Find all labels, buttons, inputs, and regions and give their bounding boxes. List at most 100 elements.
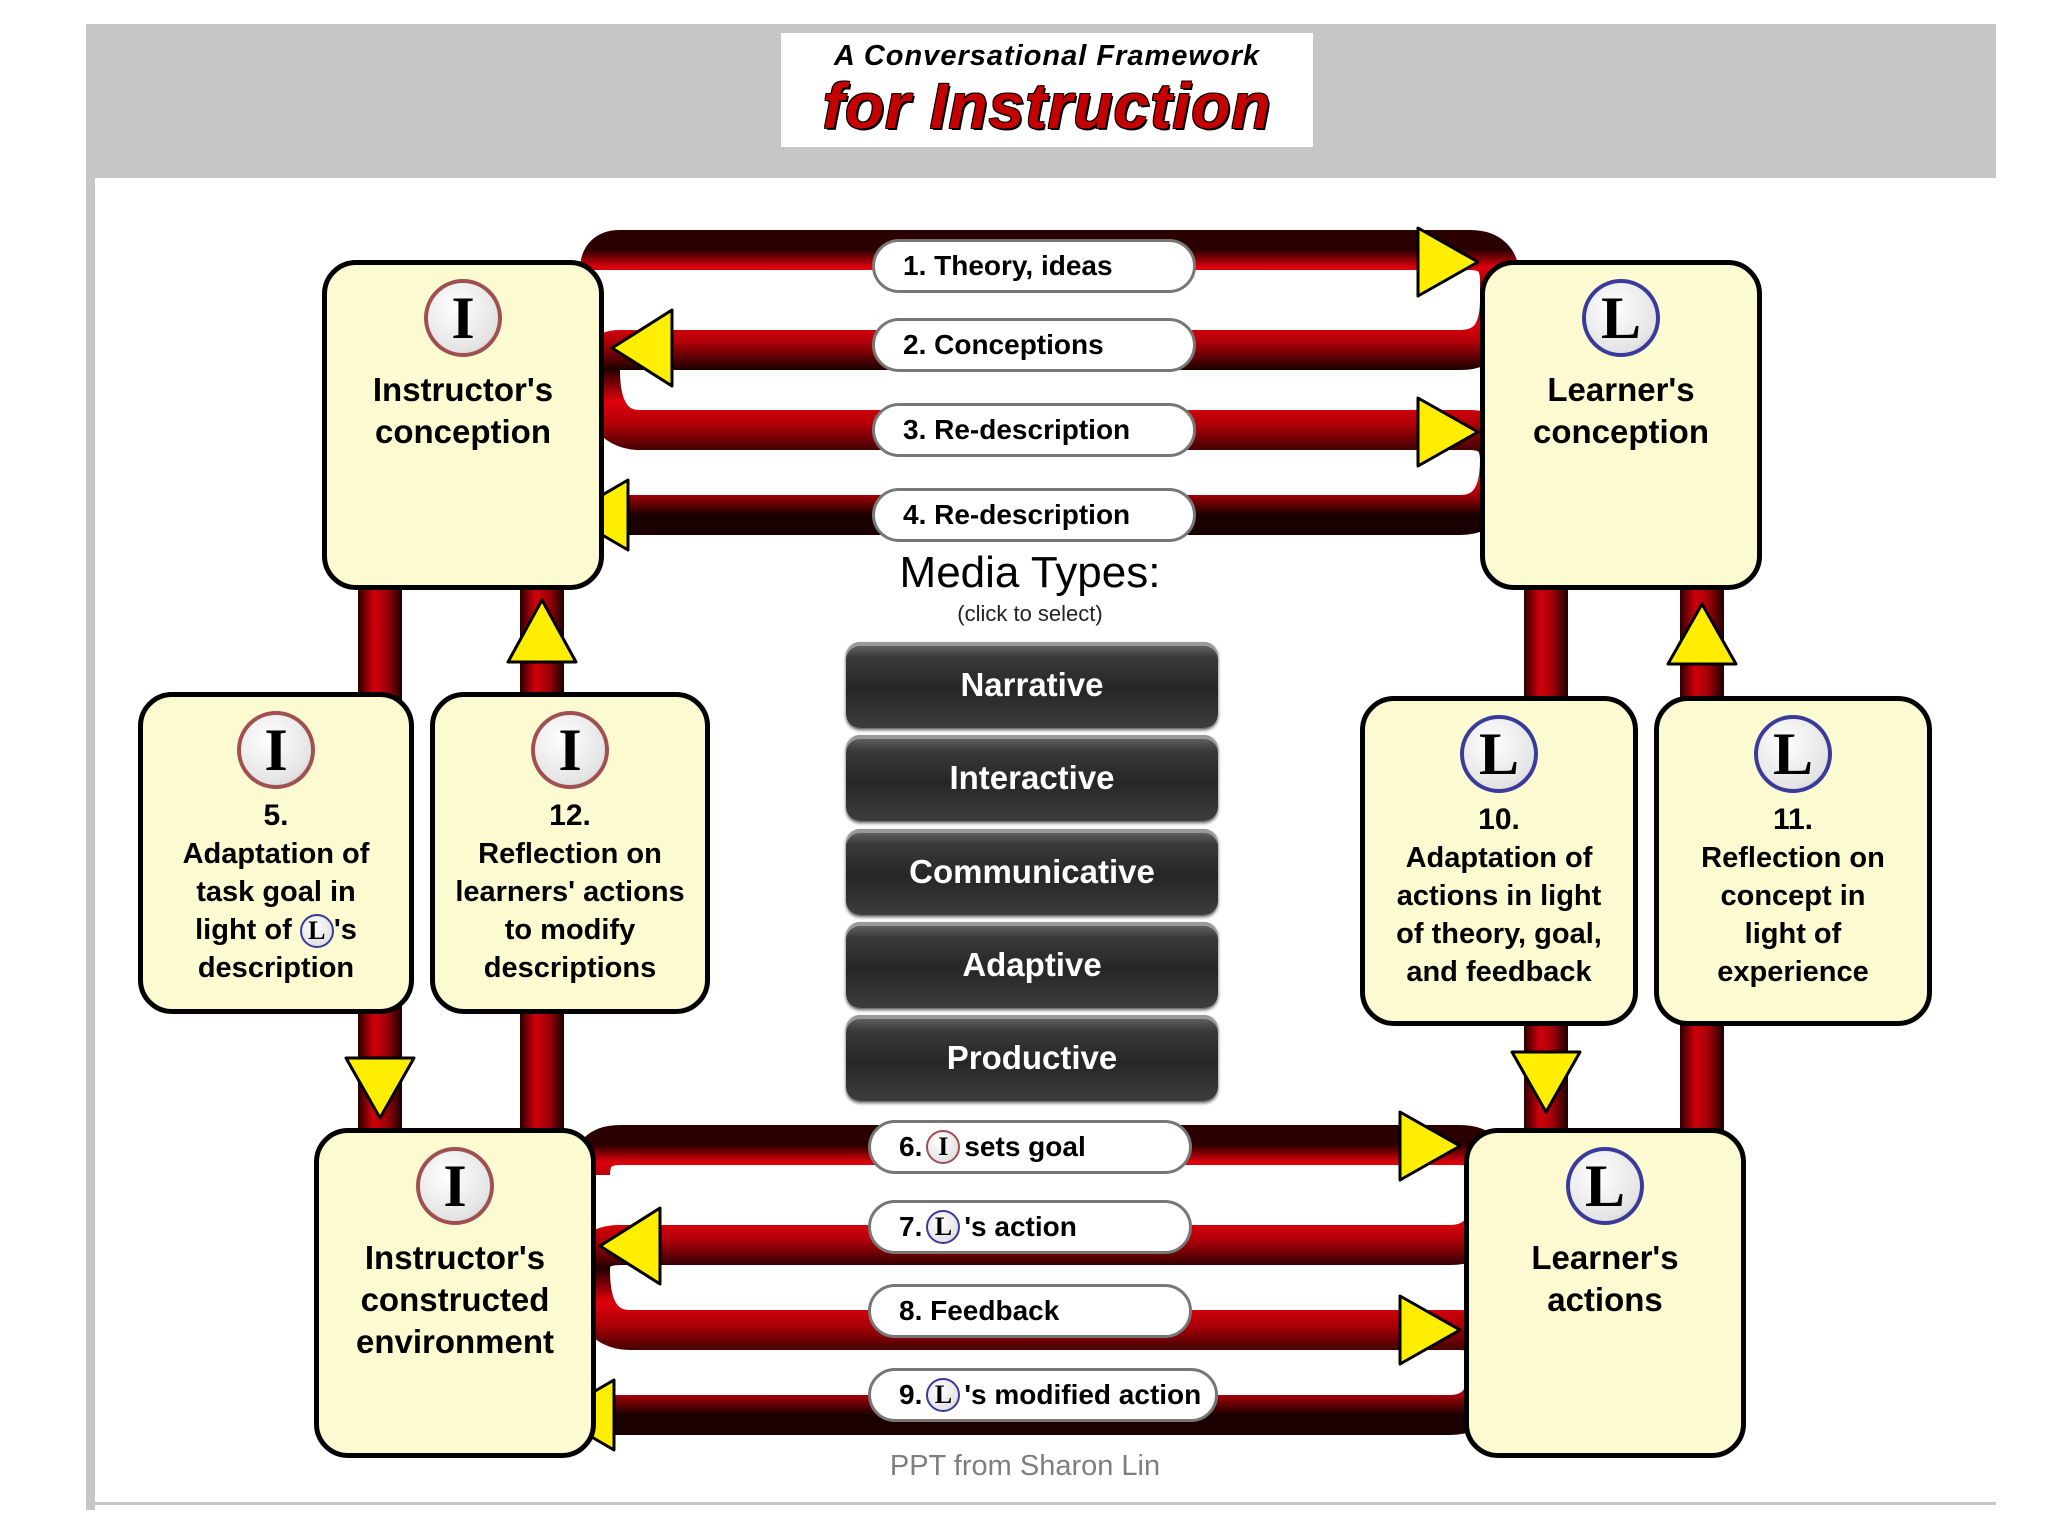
flow-label-text: 3. Re-description bbox=[903, 414, 1131, 445]
label-line: Instructor's bbox=[372, 371, 554, 408]
label-line: conception bbox=[374, 413, 551, 450]
box-learner-actions: L Learner's actions bbox=[1464, 1128, 1746, 1458]
flow-label-text: sets goal bbox=[964, 1131, 1086, 1162]
bottom-rule bbox=[86, 1502, 1996, 1505]
label-line: Instructor's bbox=[364, 1239, 546, 1276]
flow-label-9: 9. L 's modified action bbox=[868, 1368, 1218, 1422]
learner-badge: L bbox=[1582, 279, 1660, 357]
box-label: Instructor's conception bbox=[327, 369, 599, 453]
flow-label-2: 2. Conceptions bbox=[872, 318, 1196, 372]
credit-text: PPT from Sharon Lin bbox=[889, 1450, 1161, 1482]
step-line-text: 's bbox=[333, 914, 357, 946]
arrowhead-7 bbox=[598, 1206, 662, 1286]
step-line: Reflection on bbox=[1701, 842, 1885, 874]
arrowhead-5 bbox=[344, 1056, 416, 1120]
step-line: actions in light bbox=[1396, 880, 1602, 912]
box-step-11: L 11. Reflection on concept in light of … bbox=[1654, 696, 1932, 1026]
label-line: Learner's bbox=[1531, 1239, 1679, 1276]
flow-label-num: 9. bbox=[899, 1379, 923, 1410]
step-line: learners' actions bbox=[455, 876, 685, 908]
learner-badge: L bbox=[1566, 1147, 1644, 1225]
step-line: to modify bbox=[504, 914, 636, 946]
step-number: 5. bbox=[263, 799, 289, 832]
instructor-badge: I bbox=[531, 711, 609, 789]
arrowhead-6 bbox=[1398, 1110, 1462, 1182]
learner-badge: L bbox=[1754, 715, 1832, 793]
arrowhead-8 bbox=[1398, 1294, 1462, 1366]
media-button-interactive[interactable]: Interactive bbox=[846, 735, 1218, 821]
step-text: Adaptation of task goal in light of L's … bbox=[143, 835, 409, 987]
flow-label-text: 's modified action bbox=[964, 1379, 1202, 1410]
box-step-10: L 10. Adaptation of actions in light of … bbox=[1360, 696, 1638, 1026]
step-line-text: light of bbox=[195, 914, 292, 946]
flow-label-num: 6. bbox=[899, 1131, 923, 1162]
flow-label-7: 7. L 's action bbox=[868, 1200, 1192, 1254]
flow-label-6: 6. I sets goal bbox=[868, 1120, 1192, 1174]
box-label: Learner's actions bbox=[1469, 1237, 1741, 1321]
arrowhead-3 bbox=[1416, 396, 1480, 468]
step-line: descriptions bbox=[483, 952, 657, 984]
step-line: and feedback bbox=[1406, 956, 1592, 988]
step-line: Adaptation of bbox=[182, 838, 370, 870]
learner-mini-badge: L bbox=[926, 1210, 961, 1244]
flow-label-text: 's action bbox=[964, 1211, 1077, 1242]
step-number: 11. bbox=[1772, 803, 1814, 836]
arrowhead-1 bbox=[1416, 226, 1480, 298]
step-line: Reflection on bbox=[478, 838, 662, 870]
flow-label-text: 2. Conceptions bbox=[903, 329, 1104, 360]
flow-label-text: 4. Re-description bbox=[903, 499, 1131, 530]
title-main: for Instruction bbox=[822, 69, 1272, 142]
arrowhead-2 bbox=[610, 308, 674, 388]
instructor-badge: I bbox=[237, 711, 315, 789]
label-line: conception bbox=[1532, 413, 1709, 450]
step-text: Reflection on learners' actions to modif… bbox=[435, 835, 705, 987]
instructor-badge: I bbox=[416, 1147, 494, 1225]
learner-mini-badge: L bbox=[926, 1378, 961, 1412]
step-line: experience bbox=[1717, 956, 1869, 988]
arrowhead-10 bbox=[1510, 1050, 1582, 1114]
media-button-communicative[interactable]: Communicative bbox=[846, 829, 1218, 915]
media-button-adaptive[interactable]: Adaptive bbox=[846, 922, 1218, 1008]
step-line: light of bbox=[1744, 918, 1842, 950]
step-line: of theory, goal, bbox=[1396, 918, 1602, 950]
box-step-5: I 5. Adaptation of task goal in light of… bbox=[138, 692, 414, 1014]
step-line: Adaptation of bbox=[1405, 842, 1593, 874]
box-learner-conception: L Learner's conception bbox=[1480, 260, 1762, 590]
step-text: Adaptation of actions in light of theory… bbox=[1365, 839, 1633, 991]
flow-label-num: 7. bbox=[899, 1211, 923, 1242]
box-step-12: I 12. Reflection on learners' actions to… bbox=[430, 692, 710, 1014]
step-line: description bbox=[197, 952, 355, 984]
learner-mini-badge: L bbox=[299, 914, 334, 949]
title-box: A Conversational Framework for Instructi… bbox=[781, 33, 1313, 147]
label-line: Learner's bbox=[1547, 371, 1695, 408]
step-line: task goal in bbox=[196, 876, 356, 908]
arrowhead-12 bbox=[506, 598, 578, 664]
title-subtitle: A Conversational Framework bbox=[833, 40, 1261, 72]
box-instructor-conception: I Instructor's conception bbox=[322, 260, 604, 590]
box-label: Instructor's constructed environment bbox=[319, 1237, 591, 1363]
flow-label-3: 3. Re-description bbox=[872, 403, 1196, 457]
label-line: constructed bbox=[360, 1281, 550, 1318]
learner-badge: L bbox=[1460, 715, 1538, 793]
flow-label-text: 1. Theory, ideas bbox=[903, 250, 1113, 281]
step-line: concept in bbox=[1720, 880, 1866, 912]
media-types-title: Media Types: bbox=[899, 548, 1161, 597]
arrowhead-11 bbox=[1666, 602, 1738, 666]
step-number: 12. bbox=[549, 799, 591, 832]
step-text: Reflection on concept in light of experi… bbox=[1659, 839, 1927, 991]
box-label: Learner's conception bbox=[1485, 369, 1757, 453]
step-number: 10. bbox=[1478, 803, 1520, 836]
media-button-productive[interactable]: Productive bbox=[846, 1015, 1218, 1101]
media-button-narrative[interactable]: Narrative bbox=[846, 642, 1218, 728]
step-line: light of L's bbox=[143, 911, 409, 949]
flow-label-4: 4. Re-description bbox=[872, 488, 1196, 542]
instructor-mini-badge: I bbox=[926, 1130, 961, 1164]
flow-label-text: 8. Feedback bbox=[899, 1295, 1060, 1326]
media-types-hint: (click to select) bbox=[957, 601, 1103, 626]
instructor-badge: I bbox=[424, 279, 502, 357]
box-instructor-environment: I Instructor's constructed environment bbox=[314, 1128, 596, 1458]
label-line: actions bbox=[1547, 1281, 1663, 1318]
flow-label-1: 1. Theory, ideas bbox=[872, 239, 1196, 293]
flow-label-8: 8. Feedback bbox=[868, 1284, 1192, 1338]
label-line: environment bbox=[355, 1323, 555, 1360]
